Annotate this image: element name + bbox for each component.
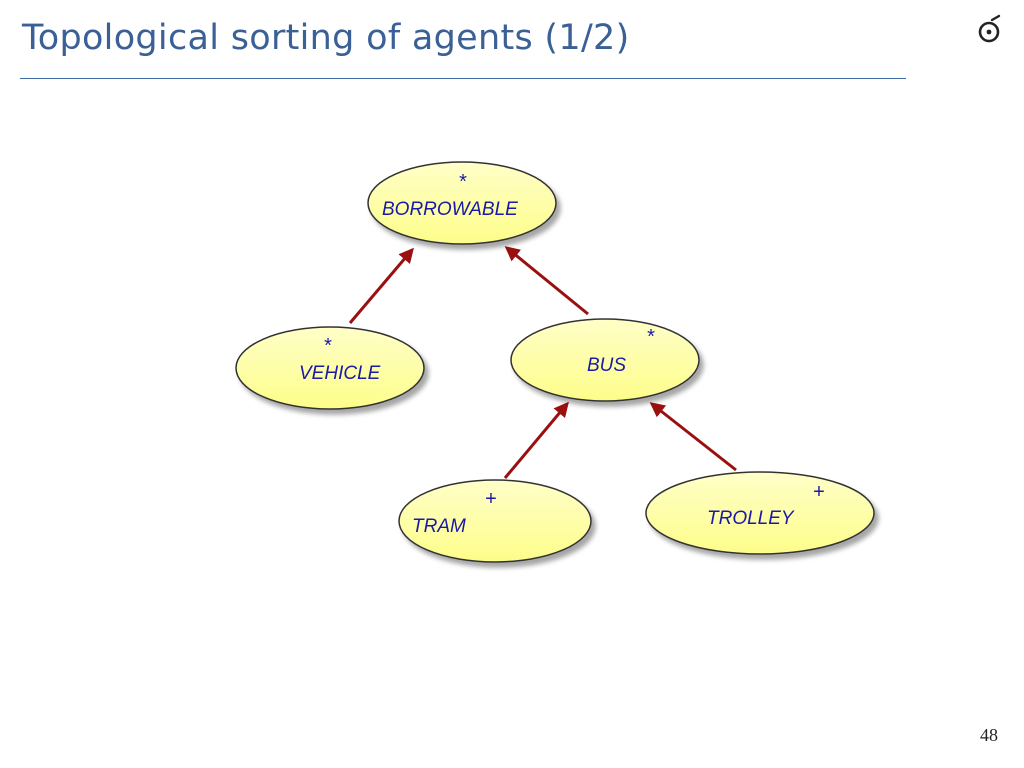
node-trolley-label: TROLLEY [707, 508, 795, 529]
node-tram-mark: + [485, 488, 497, 510]
node-trolley: + TROLLEY [645, 471, 875, 555]
edge-bus-to-borrowable [504, 246, 589, 316]
edge-tram-to-bus [503, 401, 569, 479]
page-number: 48 [980, 725, 998, 745]
edge-trolley-to-bus [649, 402, 737, 472]
edge-vehicle-to-borrowable [348, 247, 414, 324]
node-tram: + TRAM [398, 479, 592, 563]
title-divider [20, 78, 906, 79]
node-vehicle-label: VEHICLE [299, 363, 381, 384]
node-bus-label: BUS [587, 355, 626, 376]
node-tram-label: TRAM [412, 516, 466, 537]
inheritance-edges [348, 246, 737, 479]
node-borrowable: * BORROWABLE [367, 161, 557, 245]
node-vehicle: * VEHICLE [235, 326, 425, 410]
node-borrowable-mark: * [459, 171, 467, 193]
node-vehicle-mark: * [324, 335, 332, 357]
node-bus: * BUS [510, 318, 700, 402]
node-bus-mark: * [647, 326, 655, 348]
logo-icon [978, 14, 1001, 43]
node-borrowable-label: BORROWABLE [382, 199, 518, 220]
node-trolley-mark: + [813, 481, 825, 503]
slide-title: Topological sorting of agents (1/2) [22, 18, 630, 58]
